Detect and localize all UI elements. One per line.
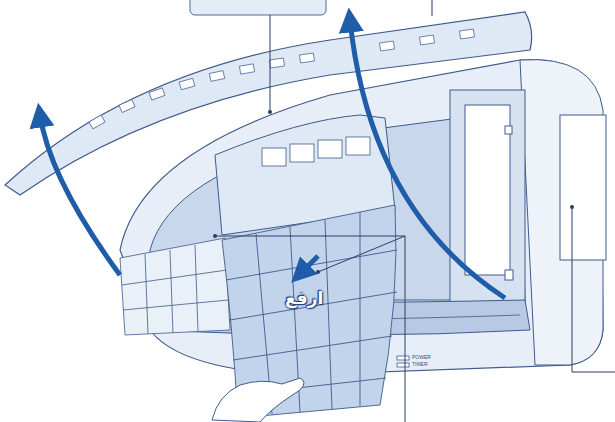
indicator-label: POWER [412,354,431,360]
action-label: ارفع [285,288,323,308]
indicator-label: TIMER [412,361,428,367]
